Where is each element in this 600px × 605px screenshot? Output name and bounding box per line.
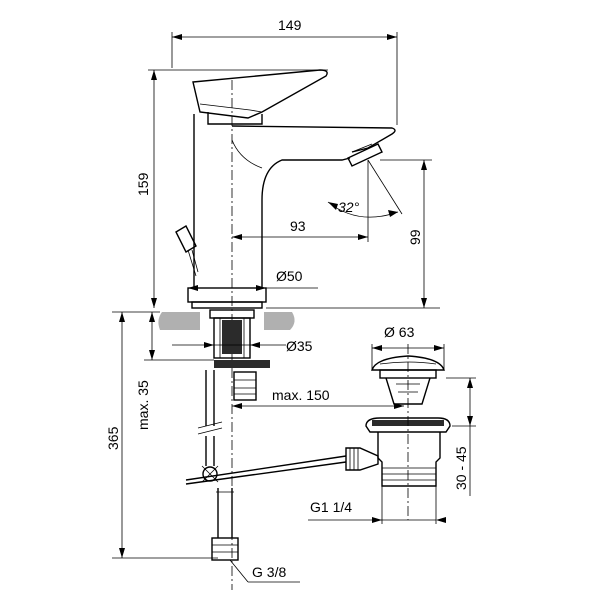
dim-base-diameter: Ø50 xyxy=(188,268,318,291)
dim-label-50: Ø50 xyxy=(276,268,303,284)
dim-deck-thickness: max. 35 xyxy=(135,312,214,430)
dim-label-159: 159 xyxy=(135,172,151,196)
dim-rod-length: max. 150 xyxy=(232,387,404,409)
dim-label-g114: G1 1/4 xyxy=(310,499,352,515)
countertop xyxy=(112,311,295,330)
dim-waste-diameter: Ø 63 xyxy=(371,324,445,370)
dim-label-g38: G 3/8 xyxy=(252,564,286,580)
dim-spout-reach: 93 xyxy=(232,160,369,242)
dim-hole-diameter: Ø35 xyxy=(172,338,313,354)
threaded-shank xyxy=(209,309,270,368)
dim-label-30-45: 30 - 45 xyxy=(453,446,469,490)
dim-waste-adjust: 30 - 45 xyxy=(446,377,476,496)
dim-label-149: 149 xyxy=(278,17,302,33)
dim-total-width: 149 xyxy=(171,17,398,125)
supply-hose xyxy=(197,370,257,561)
faucet-body xyxy=(175,69,396,309)
dim-spout-angle: 32° xyxy=(327,159,403,218)
dim-label-max150: max. 150 xyxy=(272,387,330,403)
dim-label-max35: max. 35 xyxy=(135,380,151,430)
dim-label-365: 365 xyxy=(105,426,121,450)
dim-supply-thread: G 3/8 xyxy=(229,559,300,583)
dim-total-height: 159 xyxy=(135,69,328,308)
dim-label-35: Ø35 xyxy=(286,338,313,354)
dim-waste-thread: G1 1/4 xyxy=(308,486,446,524)
dim-label-99: 99 xyxy=(407,229,423,245)
dim-label-angle: 32° xyxy=(338,199,360,215)
waste-assembly xyxy=(345,355,451,487)
dim-label-93: 93 xyxy=(290,218,306,234)
pop-up-rod xyxy=(185,455,347,485)
dim-label-63: Ø 63 xyxy=(384,324,415,340)
dim-supply-length: 365 xyxy=(105,312,218,559)
dim-spout-height: 99 xyxy=(266,159,440,309)
